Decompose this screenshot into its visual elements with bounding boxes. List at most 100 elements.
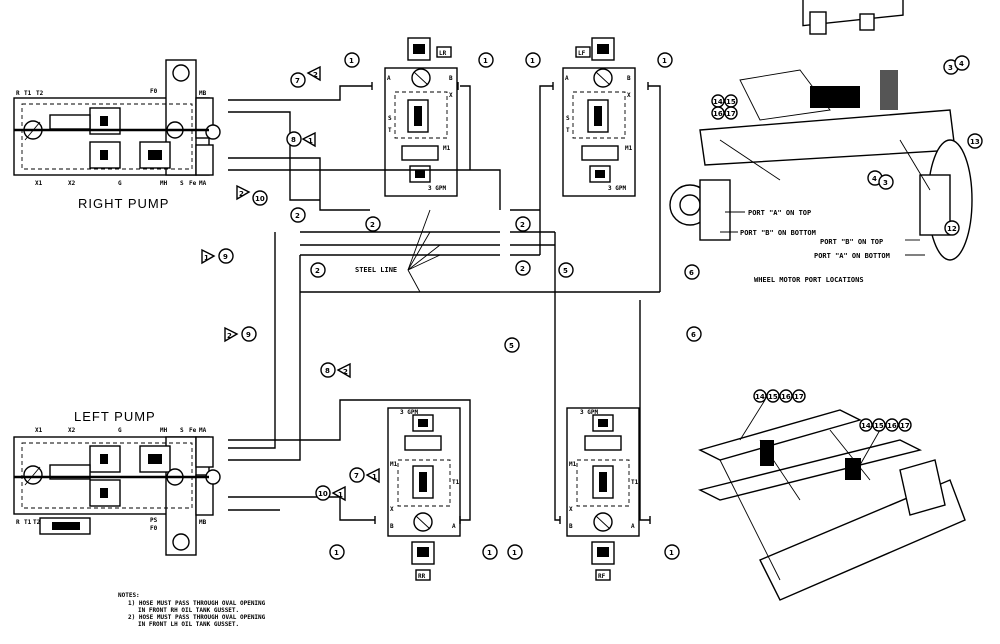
frame-callouts: 14 15 16 17 14 15 16 17 (753, 389, 912, 432)
port-label-r: R (16, 519, 20, 526)
notes-title: NOTES: (118, 592, 140, 599)
port-label-t1: T1 (24, 519, 32, 526)
callout-bubble: 2 (515, 216, 531, 232)
note-flag: 2 (306, 65, 321, 82)
svg-text:14: 14 (861, 422, 871, 430)
svg-text:1: 1 (308, 137, 313, 145)
motor-tag-rf: RF (598, 573, 606, 580)
port-label-x1: X1 (35, 180, 43, 187)
note-flag: 2 (236, 184, 251, 201)
port-label-s: S (180, 427, 184, 434)
callout-bubble: 6 (684, 264, 700, 280)
motor-valve-lr: A B X S T M1 3 GPM LR (384, 37, 458, 197)
svg-text:6: 6 (691, 331, 696, 339)
svg-text:1: 1 (372, 473, 377, 481)
valve-port-m1: M1 (569, 461, 577, 468)
valve-gpm: 3 GPM (400, 409, 418, 416)
port-label-ma: MA (199, 180, 207, 187)
port-label-s: S (180, 180, 184, 187)
notes-line-2: IN FRONT RH OIL TANK GUSSET. (138, 607, 239, 614)
callout-bubble: 17 (792, 389, 806, 403)
callout-bubble: 2 (515, 260, 531, 276)
svg-text:14: 14 (755, 393, 765, 401)
valve-port-b: B (569, 523, 573, 530)
svg-text:1: 1 (338, 491, 343, 499)
port-label-fe: Fe (189, 180, 197, 187)
left-pump: X1 X2 G MH S Fe MA R T1 T2 PS F0 MB LEFT… (13, 409, 221, 556)
svg-text:7: 7 (354, 472, 359, 480)
callouts: 1 1 1 1 1 1 1 1 2 2 2 2 2 5 5 6 6 7 7 8 … (218, 52, 702, 560)
svg-text:5: 5 (509, 342, 514, 350)
note-flag: 1 (301, 131, 316, 148)
valve-port-x: X (569, 506, 573, 513)
callout-bubble: 17 (898, 418, 912, 432)
port-label-g: G (118, 180, 122, 187)
frame-illustration (697, 399, 966, 601)
right-pump: R T1 T2 F0 MB X1 X2 G MH S Fe MA RIGHT P… (13, 59, 221, 211)
port-label-mb: MB (199, 90, 207, 97)
callout-bubble: 3 (878, 174, 894, 190)
port-label-t1: T1 (24, 90, 32, 97)
motor-valve-rf: B A X T1 M1 3 GPM RF (566, 407, 640, 581)
svg-text:4: 4 (959, 60, 964, 68)
note-flag: 2 (224, 326, 239, 343)
valve-port-b: B (449, 75, 453, 82)
valve-port-t1: T1 (631, 479, 639, 486)
valve-port-t: T (388, 127, 392, 134)
steel-line-label: STEEL LINE (355, 266, 397, 274)
valve-port-s: S (566, 115, 570, 122)
callout-bubble: 7 (349, 467, 365, 483)
valve-port-m1: M1 (625, 145, 633, 152)
callout-bubble: 9 (218, 248, 234, 264)
port-label-x1: X1 (35, 427, 43, 434)
note-flags: 2 1 2 1 2 2 1 1 (201, 65, 380, 502)
callout-bubble: 8 (286, 131, 302, 147)
callout-bubble: 1 (329, 544, 345, 560)
port-label-mh: MH (160, 427, 168, 434)
svg-text:2: 2 (370, 221, 375, 229)
port-label-f0: F0 (150, 88, 158, 95)
callout-bubble: 16 (885, 418, 899, 432)
svg-text:17: 17 (726, 110, 736, 118)
port-a-bottom-label-2: PORT "A" ON BOTTOM (814, 252, 890, 260)
valve-port-a: A (565, 75, 569, 82)
svg-text:2: 2 (313, 71, 318, 79)
svg-text:9: 9 (223, 253, 228, 261)
callout-bubble: 15 (872, 418, 886, 432)
svg-text:2: 2 (343, 368, 348, 376)
svg-text:3: 3 (948, 64, 953, 72)
motor-tag-lr: LR (439, 50, 447, 57)
port-label-t2: T2 (33, 519, 41, 526)
svg-text:10: 10 (255, 195, 265, 203)
port-b-top-label-2: PORT "B" ON TOP (820, 238, 883, 246)
svg-text:8: 8 (291, 136, 296, 144)
svg-text:7: 7 (295, 77, 300, 85)
port-label-x2: X2 (68, 427, 76, 434)
motor-valve-rr: B A X T1 M1 3 GPM RR (387, 407, 461, 581)
callout-bubble: 14 (711, 94, 725, 108)
note-flag: 1 (201, 248, 216, 265)
svg-text:1: 1 (349, 57, 354, 65)
valve-port-b: B (390, 523, 394, 530)
callout-bubble: 1 (507, 544, 523, 560)
notes-line-1: 1) HOSE MUST PASS THROUGH OVAL OPENING (128, 600, 266, 607)
port-label-f0: F0 (150, 525, 158, 532)
valve-port-x: X (627, 92, 631, 99)
callout-bubble: 5 (504, 337, 520, 353)
notes-block: NOTES: 1) HOSE MUST PASS THROUGH OVAL OP… (118, 592, 266, 628)
port-label-g: G (118, 427, 122, 434)
notes-line-3: 2) HOSE MUST PASS THROUGH OVAL OPENING (128, 614, 266, 621)
svg-text:1: 1 (530, 57, 535, 65)
callout-bubble: 16 (779, 389, 793, 403)
motor-tag-lf: LF (578, 50, 586, 57)
callout-bubble: 15 (766, 389, 780, 403)
port-label-ps: PS (150, 517, 158, 524)
svg-text:15: 15 (768, 393, 778, 401)
right-pump-bottom-port-labels: X1 X2 G MH S Fe MA (35, 180, 207, 187)
callout-bubble: 2 (365, 216, 381, 232)
valve-port-a: A (452, 523, 456, 530)
left-pump-top-port-labels: X1 X2 G MH S Fe MA (35, 427, 207, 434)
svg-text:2: 2 (315, 267, 320, 275)
port-b-bottom-label-1: PORT "B" ON BOTTOM (740, 229, 816, 237)
